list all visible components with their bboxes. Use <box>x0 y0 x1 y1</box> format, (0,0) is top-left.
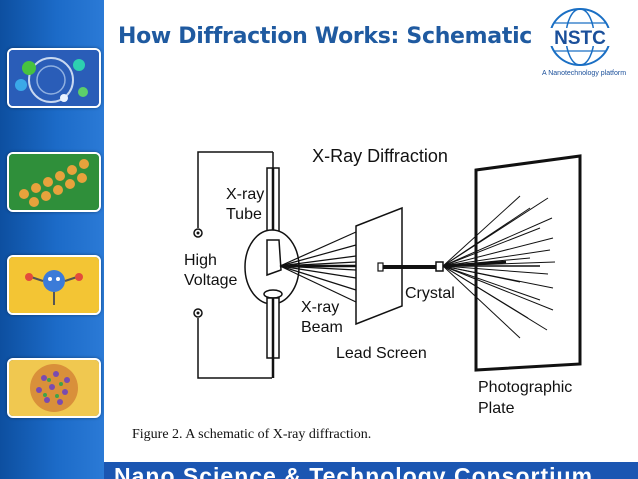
fullerene-molecule-icon <box>7 48 101 108</box>
label-tube-line2: Tube <box>226 206 262 223</box>
footer-bar: Nano Science & Technology Consortium <box>104 462 638 479</box>
logo-tagline: A Nanotechnology platform <box>542 70 626 77</box>
label-plate-line1: Photographic <box>478 379 572 396</box>
nanobot-character-icon <box>7 255 101 315</box>
label-voltage-line1: High <box>184 252 217 269</box>
xray-diffraction-diagram: X-Ray Diffraction <box>104 130 638 460</box>
label-voltage-line2: Voltage <box>184 272 237 289</box>
label-crystal: Crystal <box>405 285 455 302</box>
label-lead-screen: Lead Screen <box>336 345 427 362</box>
atomic-lattice-icon <box>7 152 101 212</box>
label-plate-line2: Plate <box>478 400 515 417</box>
diagram-title: X-Ray Diffraction <box>312 146 448 166</box>
crystal <box>436 262 443 271</box>
logo-text: NSTC <box>554 28 606 49</box>
figure-caption: Figure 2. A schematic of X-ray diffracti… <box>132 427 371 443</box>
nanosphere-icon <box>7 358 101 418</box>
label-beam-line1: X-ray <box>301 299 339 316</box>
slide-title: How Diffraction Works: Schematic <box>118 24 532 49</box>
footer-text: Nano Science & Technology Consortium <box>114 462 593 479</box>
diffracted-rays <box>443 196 555 338</box>
sidebar <box>0 0 104 479</box>
label-beam-line2: Beam <box>301 319 343 336</box>
label-tube-line1: X-ray <box>226 186 264 203</box>
